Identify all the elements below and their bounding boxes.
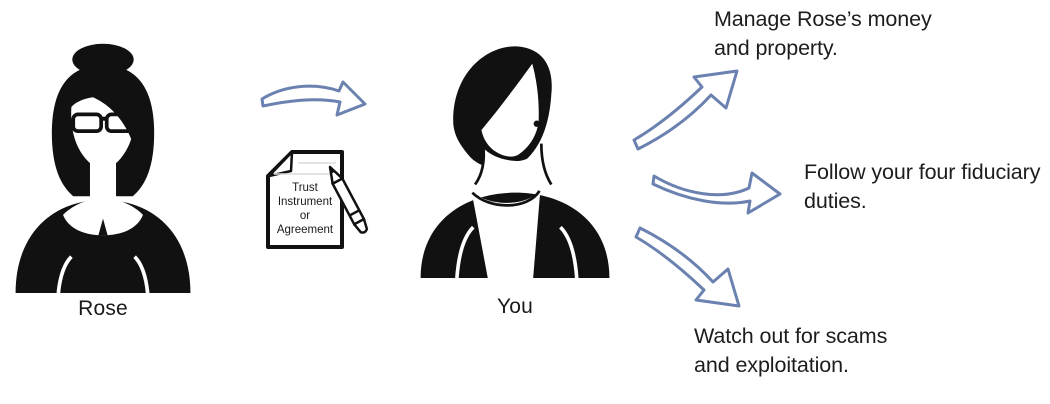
outcome-text-scams: Watch out for scams and exploitation. bbox=[694, 324, 888, 377]
rose-label: Rose bbox=[78, 297, 128, 320]
document-text: Trust Instrument or Agreement bbox=[277, 182, 334, 236]
glasses-icon bbox=[62, 112, 146, 134]
arrow-bottom-icon bbox=[634, 226, 741, 308]
outcome-text-manage: Manage Rose’s money and property. bbox=[714, 7, 932, 60]
document-line: or bbox=[300, 210, 310, 222]
arrow-middle-icon bbox=[651, 171, 782, 215]
document-line: Trust bbox=[292, 182, 319, 194]
document-line: Agreement bbox=[277, 224, 334, 236]
you-avatar-icon bbox=[420, 46, 610, 278]
you-label: You bbox=[496, 295, 534, 318]
earring-icon bbox=[533, 120, 540, 127]
document-line: Instrument bbox=[278, 196, 333, 208]
pen-icon bbox=[328, 165, 369, 234]
transfer-arrow-icon bbox=[260, 80, 367, 117]
rose-avatar-icon bbox=[15, 43, 191, 293]
trust-document-icon: Trust Instrument or Agreement bbox=[266, 150, 369, 249]
outcome-text-fiduciary: Follow your four fiduciary duties. bbox=[804, 160, 1041, 213]
ruled-lines bbox=[274, 162, 338, 175]
arrow-top-icon bbox=[632, 69, 739, 151]
